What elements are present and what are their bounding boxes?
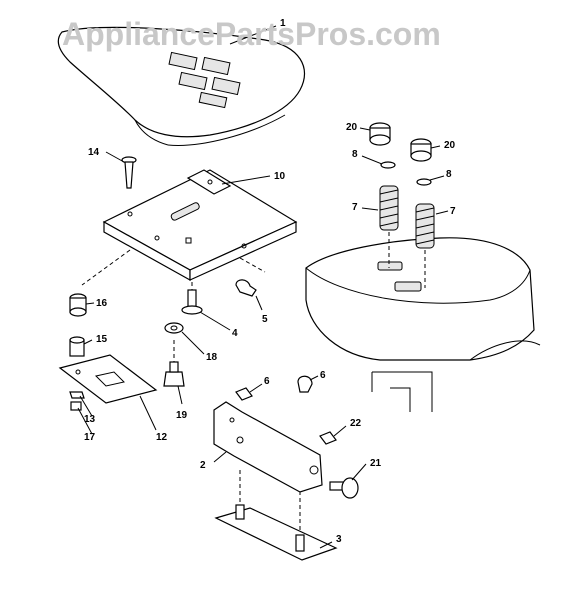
nut-small-part xyxy=(319,431,337,445)
bracket-part xyxy=(58,354,158,404)
adjust-knob-part xyxy=(329,477,359,499)
callout-10: 10 xyxy=(274,171,286,182)
callout-1: 1 xyxy=(280,18,286,29)
callout-22: 22 xyxy=(350,418,362,429)
knob-part xyxy=(163,361,185,387)
callout-14: 14 xyxy=(88,147,100,158)
callout-16: 16 xyxy=(96,298,108,309)
clip-part xyxy=(235,279,257,297)
callout-20a: 20 xyxy=(346,122,358,133)
callout-8b: 8 xyxy=(446,169,452,180)
spring-part xyxy=(379,185,435,288)
seat-pan-part xyxy=(102,169,298,282)
bushing-part xyxy=(69,336,85,357)
spacer-part xyxy=(69,293,87,317)
callout-17: 17 xyxy=(84,432,96,443)
callout-4: 4 xyxy=(232,328,238,339)
callout-7a: 7 xyxy=(352,202,358,213)
callout-6b: 6 xyxy=(320,370,326,381)
seat-part xyxy=(57,26,305,146)
callout-3: 3 xyxy=(336,534,342,545)
callout-13: 13 xyxy=(84,414,96,425)
washer-top-part xyxy=(380,161,432,186)
stud-part xyxy=(181,289,203,315)
washer-part xyxy=(164,322,184,334)
callout-19: 19 xyxy=(176,410,188,421)
nut-part xyxy=(69,391,85,411)
plate-part xyxy=(214,504,338,561)
callout-2: 2 xyxy=(200,460,206,471)
callout-15: 15 xyxy=(96,334,108,345)
callout-18: 18 xyxy=(206,352,218,363)
fender-part xyxy=(305,237,541,412)
watermark: AppliancePartsPros.com xyxy=(62,16,441,52)
callout-8a: 8 xyxy=(352,149,358,160)
callout-5a: 5 xyxy=(262,314,268,325)
mount-bracket-part xyxy=(213,401,323,493)
callout-20b: 20 xyxy=(444,140,456,151)
callout-6a: 6 xyxy=(264,376,270,387)
nut-lower-part xyxy=(235,375,313,401)
bolt-part xyxy=(121,156,137,189)
callout-21: 21 xyxy=(370,458,382,469)
callout-7b: 7 xyxy=(450,206,456,217)
spacer-top-part xyxy=(369,122,432,162)
callout-12: 12 xyxy=(156,432,168,443)
